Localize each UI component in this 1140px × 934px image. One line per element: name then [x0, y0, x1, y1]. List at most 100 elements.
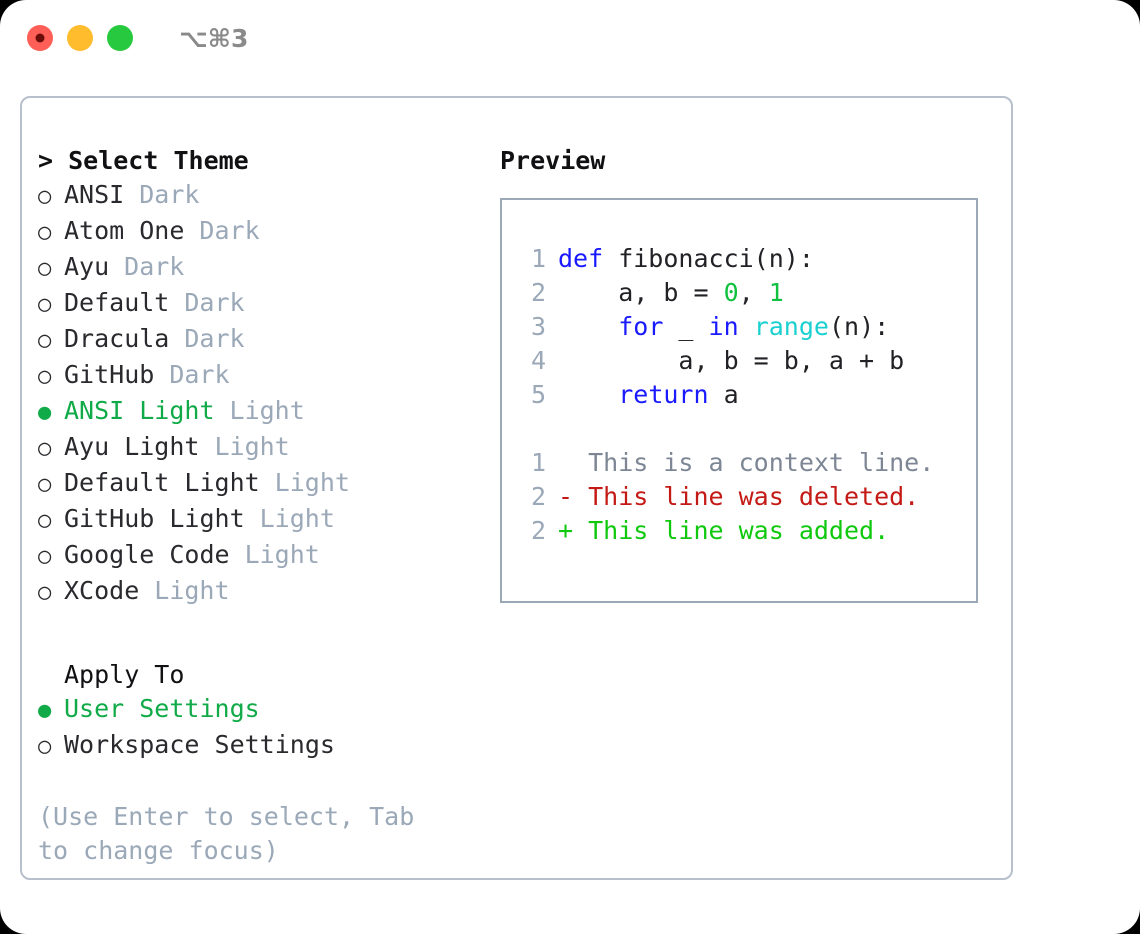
code-token: a, b = b, a + b [558, 346, 905, 375]
spacer [215, 394, 230, 428]
radio-unselected-icon: ○ [38, 472, 52, 497]
theme-option[interactable]: ○Default Light Light [38, 466, 468, 502]
theme-selector-panel: > Select Theme ○ANSI Dark○Atom One Dark○… [38, 144, 468, 868]
theme-option[interactable]: ○GitHub Light Light [38, 502, 468, 538]
diff-line-text: + This line was added. [558, 516, 890, 545]
code-line: 4 a, b = b, a + b [516, 344, 976, 378]
theme-option[interactable]: ○ XCode Light [38, 574, 468, 610]
spacer [109, 250, 124, 284]
radio-unselected-icon: ○ [38, 292, 52, 317]
theme-option[interactable]: ○ Default Dark [38, 286, 468, 322]
theme-option-variant-tag: Light [244, 540, 320, 569]
theme-option-name: Ayu Light [64, 432, 200, 461]
theme-option[interactable]: ○ Ayu Dark [38, 250, 468, 286]
code-line-number: 3 [530, 312, 546, 341]
radio-unselected-icon: ○ [38, 256, 52, 281]
theme-option[interactable]: ○Ayu Light Light [38, 430, 468, 466]
apply-to-option-name: Workspace Settings [64, 730, 335, 759]
diff-sample: 1 This is a context line.2- This line wa… [516, 446, 976, 548]
diff-line: 2+ This line was added. [516, 514, 976, 548]
keyboard-hint: (Use Enter to select, Tab to change focu… [38, 802, 415, 865]
spacer [184, 214, 199, 248]
theme-option-name: Default Light [64, 468, 260, 497]
apply-to-option[interactable]: ○ Workspace Settings [38, 728, 468, 764]
theme-option-name: Atom One [64, 216, 185, 245]
minimize-window-button[interactable] [67, 25, 93, 51]
theme-option-name: Ayu [64, 252, 110, 281]
theme-option-name: XCode [64, 576, 140, 605]
spacer [230, 538, 245, 572]
code-token: def [558, 244, 604, 273]
apply-to-option[interactable]: ● User Settings [38, 692, 468, 728]
content-frame: > Select Theme ○ANSI Dark○Atom One Dark○… [20, 96, 1013, 880]
code-line-text: a, b = b, a + b [558, 344, 904, 378]
theme-option-name: Default [64, 288, 170, 317]
theme-option-variant-tag: Light [259, 504, 335, 533]
apply-to-list: ● User Settings ○ Workspace Settings [38, 692, 468, 764]
radio-unselected-icon: ○ [38, 328, 52, 353]
spacer [154, 358, 169, 392]
diff-line: 2 - This line was deleted. [516, 480, 976, 514]
spacer [169, 286, 184, 320]
code-token [739, 312, 754, 341]
theme-option-name: Google Code [64, 540, 230, 569]
radio-unselected-icon: ○ [38, 184, 52, 209]
code-token [558, 312, 618, 341]
theme-option-name: GitHub [64, 360, 155, 389]
code-token: , [738, 278, 769, 307]
radio-unselected-icon: ○ [38, 364, 52, 389]
select-theme-heading: > Select Theme [38, 146, 249, 175]
theme-option-variant-tag: Light [154, 576, 230, 605]
diff-line-number: 2 [530, 482, 546, 511]
code-line-number: 5 [530, 380, 546, 409]
code-line: 2 a, b = 0, 1 [516, 276, 976, 310]
apply-to-heading: Apply To [64, 660, 185, 689]
theme-option[interactable]: ○Atom One Dark [38, 214, 468, 250]
theme-option[interactable]: ○Dracula Dark [38, 322, 468, 358]
theme-option[interactable]: ○GitHub Dark [38, 358, 468, 394]
spacer [199, 430, 214, 464]
keyboard-shortcut-label: ⌥⌘3 [179, 23, 249, 53]
code-line: 5 return a [516, 378, 976, 412]
diff-line-text: This is a context line. [558, 448, 935, 477]
spacer [38, 764, 468, 800]
theme-option-name: Dracula [64, 324, 170, 353]
radio-unselected-icon: ○ [38, 544, 52, 569]
code-line: 3 for _ in range(n): [516, 310, 976, 344]
radio-unselected-icon: ○ [38, 580, 52, 605]
theme-list: ○ANSI Dark○Atom One Dark○Ayu Dark○Defaul… [38, 178, 468, 610]
spacer [260, 466, 275, 500]
diff-line-number: 1 [530, 448, 546, 477]
diff-line-text: - This line was deleted. [558, 482, 920, 511]
radio-unselected-icon: ○ [38, 220, 52, 245]
apply-to-option-name: User Settings [64, 694, 260, 723]
radio-selected-icon: ● [38, 698, 52, 723]
code-token: fibonacci(n): [603, 244, 814, 273]
traffic-lights [27, 25, 133, 51]
spacer [139, 574, 154, 608]
theme-option-name: GitHub Light [64, 504, 245, 533]
code-token [558, 380, 618, 409]
theme-option-variant-tag: Dark [124, 252, 185, 281]
theme-option-variant-tag: Light [214, 432, 290, 461]
code-token: a [708, 380, 739, 409]
diff-line: 1 This is a context line. [516, 446, 976, 480]
maximize-window-button[interactable] [107, 25, 133, 51]
theme-option[interactable]: ○ANSI Dark [38, 178, 468, 214]
code-token: for [618, 312, 664, 341]
title-bar: ⌥⌘3 [0, 0, 1140, 76]
theme-option-variant-tag: Dark [184, 288, 245, 317]
preview-heading: Preview [500, 146, 606, 175]
radio-unselected-icon: ○ [38, 734, 52, 759]
theme-option-variant-tag: Dark [139, 180, 200, 209]
theme-option[interactable]: ○ Google Code Light [38, 538, 468, 574]
theme-option[interactable]: ●ANSI Light Light [38, 394, 468, 430]
spacer [124, 178, 139, 212]
code-token: a, b = [558, 278, 724, 307]
radio-selected-icon: ● [38, 400, 52, 425]
close-window-button[interactable] [27, 25, 53, 51]
code-token: in [708, 312, 739, 341]
